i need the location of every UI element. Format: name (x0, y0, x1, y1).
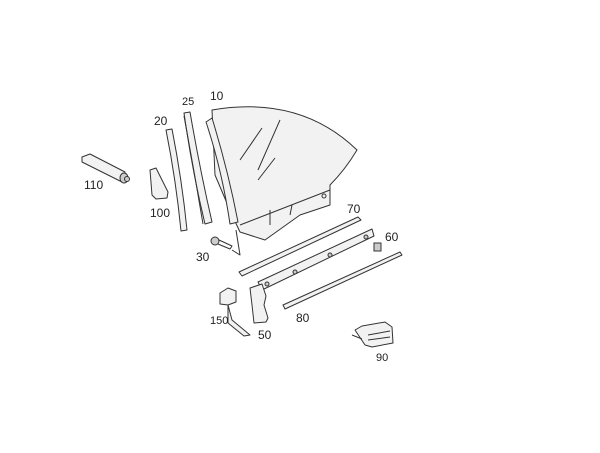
part-guide (219, 287, 251, 337)
label-25: 25 (182, 96, 195, 108)
label-110: 110 (84, 178, 104, 192)
label-100: 100 (150, 206, 171, 220)
part-glass (211, 106, 358, 241)
label-10: 10 (210, 89, 224, 103)
part-screw (210, 229, 241, 256)
part-rail-lower (282, 251, 403, 310)
label-20: 20 (154, 114, 168, 128)
part-front-seal (165, 128, 188, 232)
part-rail-upper (238, 216, 362, 277)
label-150: 150 (210, 315, 229, 327)
label-60: 60 (385, 230, 399, 244)
label-80: 80 (296, 311, 310, 325)
part-tube (81, 153, 130, 184)
label-50: 50 (258, 328, 272, 342)
label-30: 30 (196, 250, 210, 264)
part-bracket (249, 283, 269, 324)
part-holder (351, 321, 394, 348)
part-wedge (149, 167, 169, 200)
part-glass-seal (205, 117, 239, 225)
label-70: 70 (347, 202, 361, 216)
part-clip (373, 242, 382, 252)
label-90: 90 (376, 352, 389, 364)
